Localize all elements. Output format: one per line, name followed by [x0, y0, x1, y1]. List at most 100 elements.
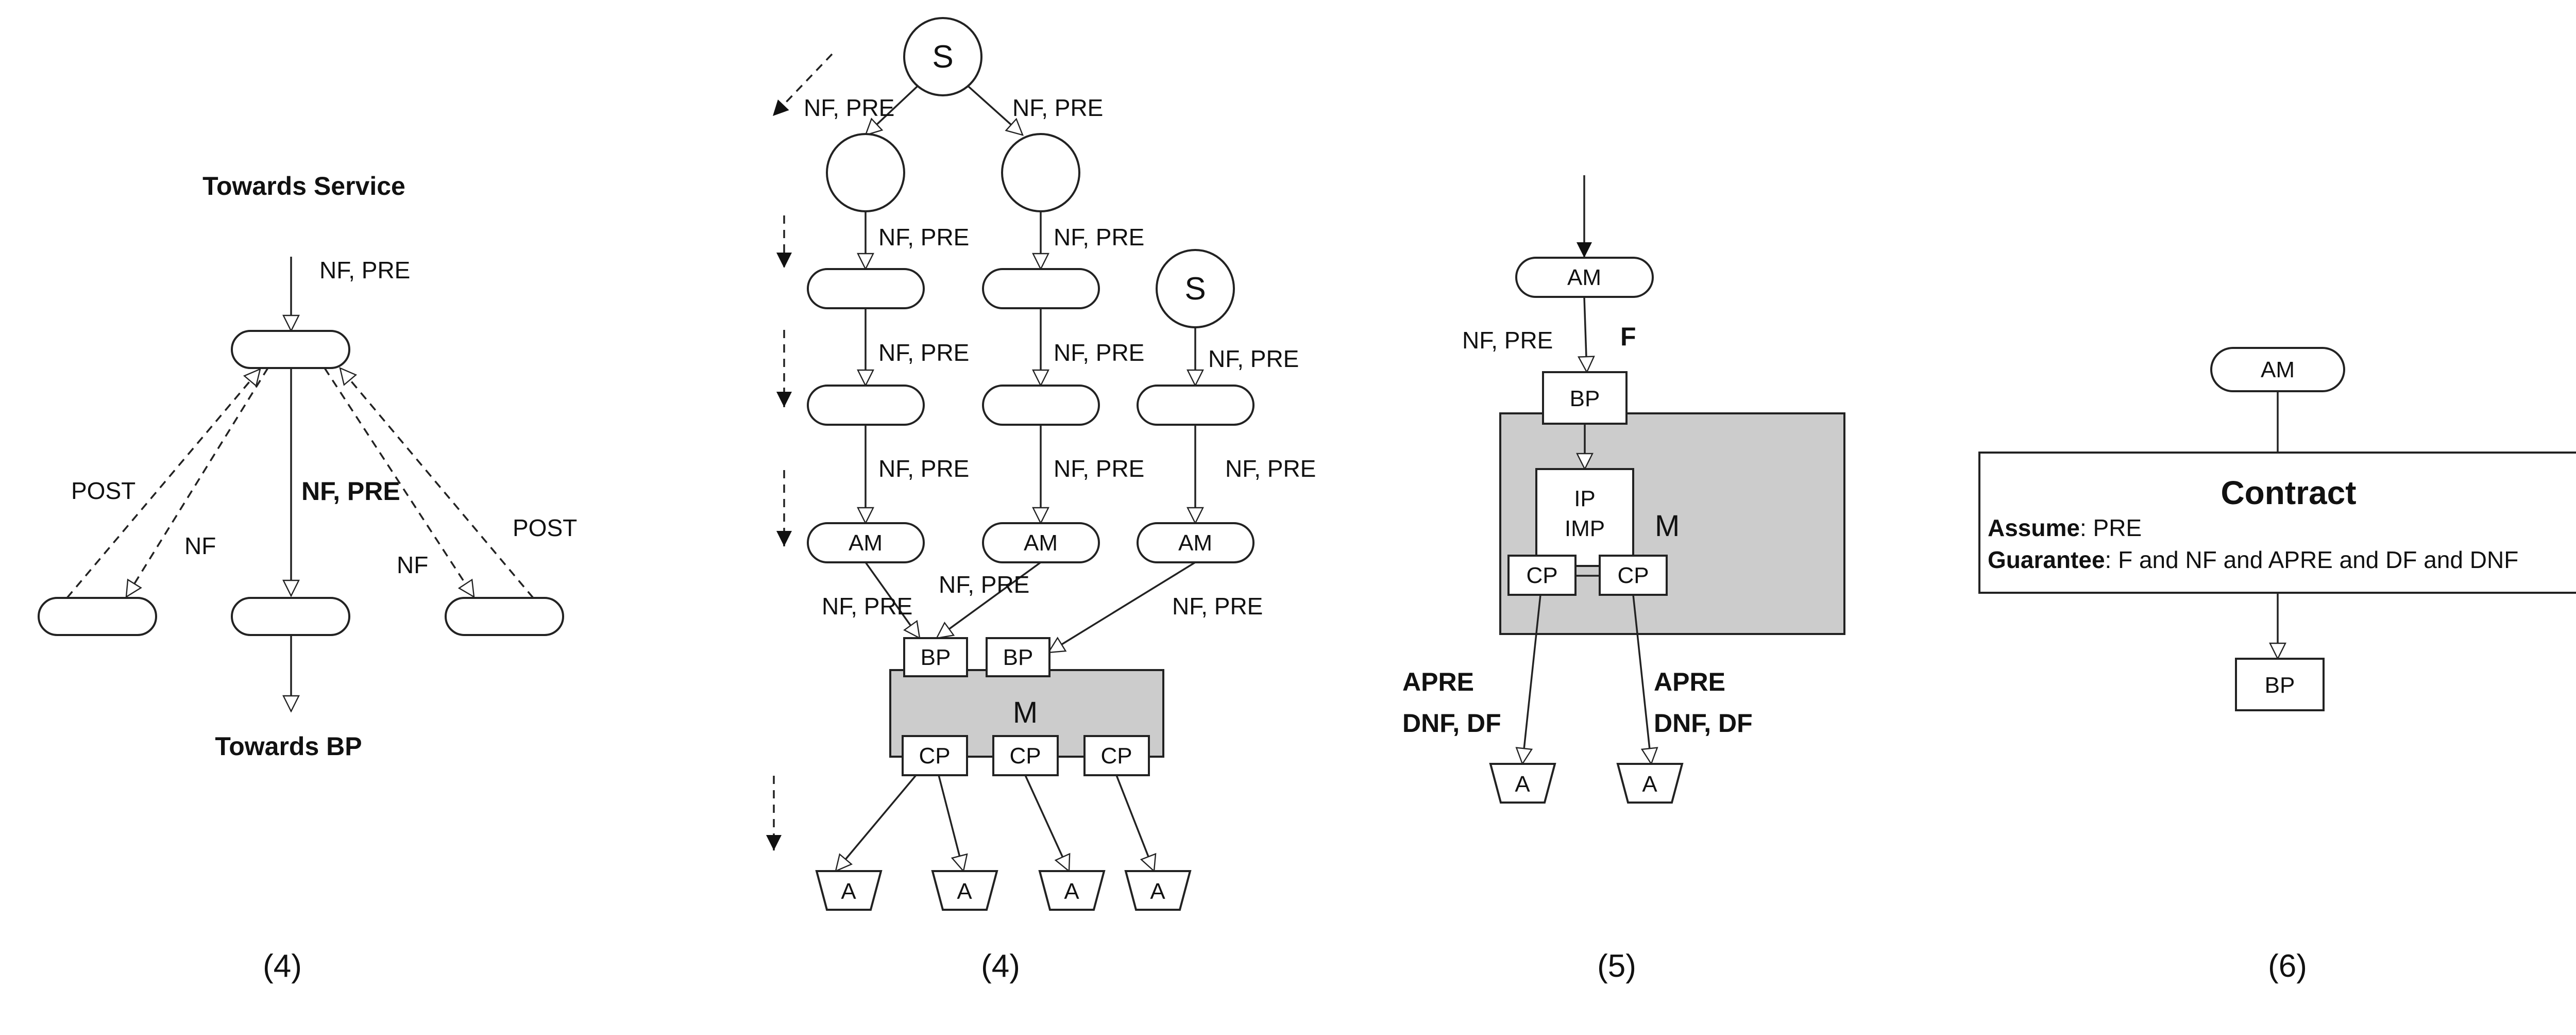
- node-c1-r1: [807, 268, 925, 309]
- contract-box: [1978, 452, 2576, 594]
- am-node-label: AM: [2261, 357, 2295, 382]
- label-nf-pre-s-right: NF, PRE: [1012, 94, 1103, 121]
- node-c3-r2: [1137, 385, 1255, 426]
- bp-box-2-label: BP: [1003, 645, 1033, 670]
- actuator-a-left-label: A: [1515, 772, 1530, 797]
- label-nf-left: NF: [184, 532, 216, 559]
- label-c2-2: NF, PRE: [1054, 339, 1144, 366]
- label-post-right: POST: [513, 514, 577, 541]
- am-node-label: AM: [1567, 265, 1601, 290]
- cp-box-2-label: CP: [1009, 743, 1041, 769]
- edge-cp-left-a: [1515, 594, 1541, 765]
- service-s-right-label: S: [1184, 271, 1206, 307]
- am-c1-label: AM: [849, 530, 883, 556]
- actuator-a4: [1124, 870, 1192, 911]
- edge-s-left: [865, 86, 918, 136]
- edge-cp1-a2: [938, 775, 968, 873]
- label-apre-left: APRE: [1402, 667, 1474, 696]
- node-bottom-middle: [231, 597, 350, 636]
- label-dnf-df-right: DNF, DF: [1654, 709, 1753, 738]
- bp-box-1: [903, 637, 968, 677]
- actuator-a3: [1038, 870, 1106, 911]
- bp-box-2: [986, 637, 1050, 677]
- circle-node-left: [826, 133, 905, 212]
- caption-panel-4: (6): [2268, 948, 2307, 984]
- imp-label: IMP: [1565, 516, 1605, 541]
- edge-cp3-a4: [1115, 775, 1157, 873]
- actuator-a-right-label: A: [1642, 772, 1657, 797]
- node-c2-r1: [982, 268, 1100, 309]
- label-nf-pre: NF, PRE: [1462, 327, 1553, 354]
- edge-label-nf-pre: NF, PRE: [319, 257, 410, 283]
- actuator-a-left: [1489, 763, 1556, 804]
- edge-am1-bp1: [865, 561, 921, 640]
- edge-label-nf-pre-bold: NF, PRE: [301, 477, 400, 506]
- service-node-s: [903, 17, 982, 96]
- edge-s-right: [968, 86, 1024, 136]
- guarantee-value: : F and NF and APRE and DF and DNF: [2105, 546, 2519, 573]
- caption-panel-1: (4): [263, 948, 302, 984]
- assume-keyword: Assume: [1988, 514, 2080, 541]
- label-apre-right: APRE: [1654, 667, 1725, 696]
- panel-1: Towards Service NF, PRE NF, PRE Towards …: [38, 172, 577, 984]
- edge-am2-bp1: [935, 561, 1042, 639]
- label-c3-2: NF, PRE: [1225, 455, 1316, 482]
- am-c2-label: AM: [1024, 530, 1058, 556]
- label-c2-3: NF, PRE: [1054, 455, 1144, 482]
- cp-box-1-label: CP: [919, 743, 950, 769]
- ip-imp-box: [1535, 468, 1634, 567]
- actuator-a2-label: A: [957, 879, 972, 904]
- module-m-label: M: [1655, 509, 1680, 543]
- guarantee-keyword: Guarantee: [1988, 546, 2105, 573]
- edge-nf-left: [125, 368, 269, 598]
- cp-box-left-label: CP: [1526, 563, 1557, 588]
- ip-label: IP: [1574, 486, 1596, 511]
- cp-box-right-label: CP: [1617, 563, 1649, 588]
- cp-box-right: [1599, 555, 1668, 596]
- assume-value: : PRE: [2080, 514, 2142, 541]
- panel-4: AM Contract Assume: PRE Guarantee: F and…: [1978, 347, 2576, 984]
- cp-box-1: [902, 735, 968, 776]
- actuator-a1: [815, 870, 883, 911]
- edge-am-bp: [1578, 296, 1595, 374]
- panel-3: AM NF, PRE F M BP IP IMP CP CP APRE DNF,…: [1402, 175, 1845, 984]
- label-am2-bp: NF, PRE: [939, 571, 1029, 598]
- node-center-top: [231, 330, 350, 369]
- module-m-label: M: [1013, 696, 1038, 729]
- towards-bp-label: Towards BP: [215, 732, 362, 761]
- label-dnf-df-left: DNF, DF: [1402, 709, 1501, 738]
- cp-box-3-label: CP: [1100, 743, 1132, 769]
- am-c3-label: AM: [1178, 530, 1212, 556]
- circle-node-right: [1001, 133, 1080, 212]
- cp-box-2: [992, 735, 1059, 776]
- bp-box-label: BP: [2265, 673, 2295, 698]
- am-node-c3: [1137, 522, 1255, 563]
- label-nf-right: NF: [397, 552, 428, 578]
- actuator-a-right: [1616, 763, 1684, 804]
- label-c3-1: NF, PRE: [1208, 345, 1299, 372]
- node-c2-r2: [982, 385, 1100, 426]
- label-c1-3: NF, PRE: [878, 455, 969, 482]
- edge-cp1-a1: [835, 774, 917, 873]
- bp-box: [2235, 658, 2325, 711]
- label-am1-bp: NF, PRE: [822, 593, 912, 620]
- actuator-a1-label: A: [841, 879, 856, 904]
- edge-cp2-a3: [1024, 775, 1071, 873]
- panel-2: S NF, PRE NF, PRE NF, PRE NF, PRE NF, PR…: [766, 17, 1316, 984]
- edge-am3-bp2: [1047, 561, 1196, 654]
- service-s-label: S: [932, 39, 953, 75]
- label-f: F: [1620, 322, 1636, 351]
- edge-post-left: [66, 368, 261, 599]
- bp-box-1-label: BP: [921, 645, 951, 670]
- actuator-a4-label: A: [1150, 879, 1165, 904]
- am-node-c2: [982, 522, 1100, 563]
- edge-cp-right-a: [1632, 594, 1658, 765]
- node-c1-r2: [807, 385, 925, 426]
- cp-box-3: [1083, 735, 1150, 776]
- label-c2-1: NF, PRE: [1054, 224, 1144, 251]
- actuator-a2: [931, 870, 998, 911]
- label-c1-2: NF, PRE: [878, 339, 969, 366]
- contract-assume: Assume: PRE: [1988, 514, 2142, 541]
- label-nf-pre-s-left: NF, PRE: [804, 94, 894, 121]
- edge-post-right: [339, 366, 534, 599]
